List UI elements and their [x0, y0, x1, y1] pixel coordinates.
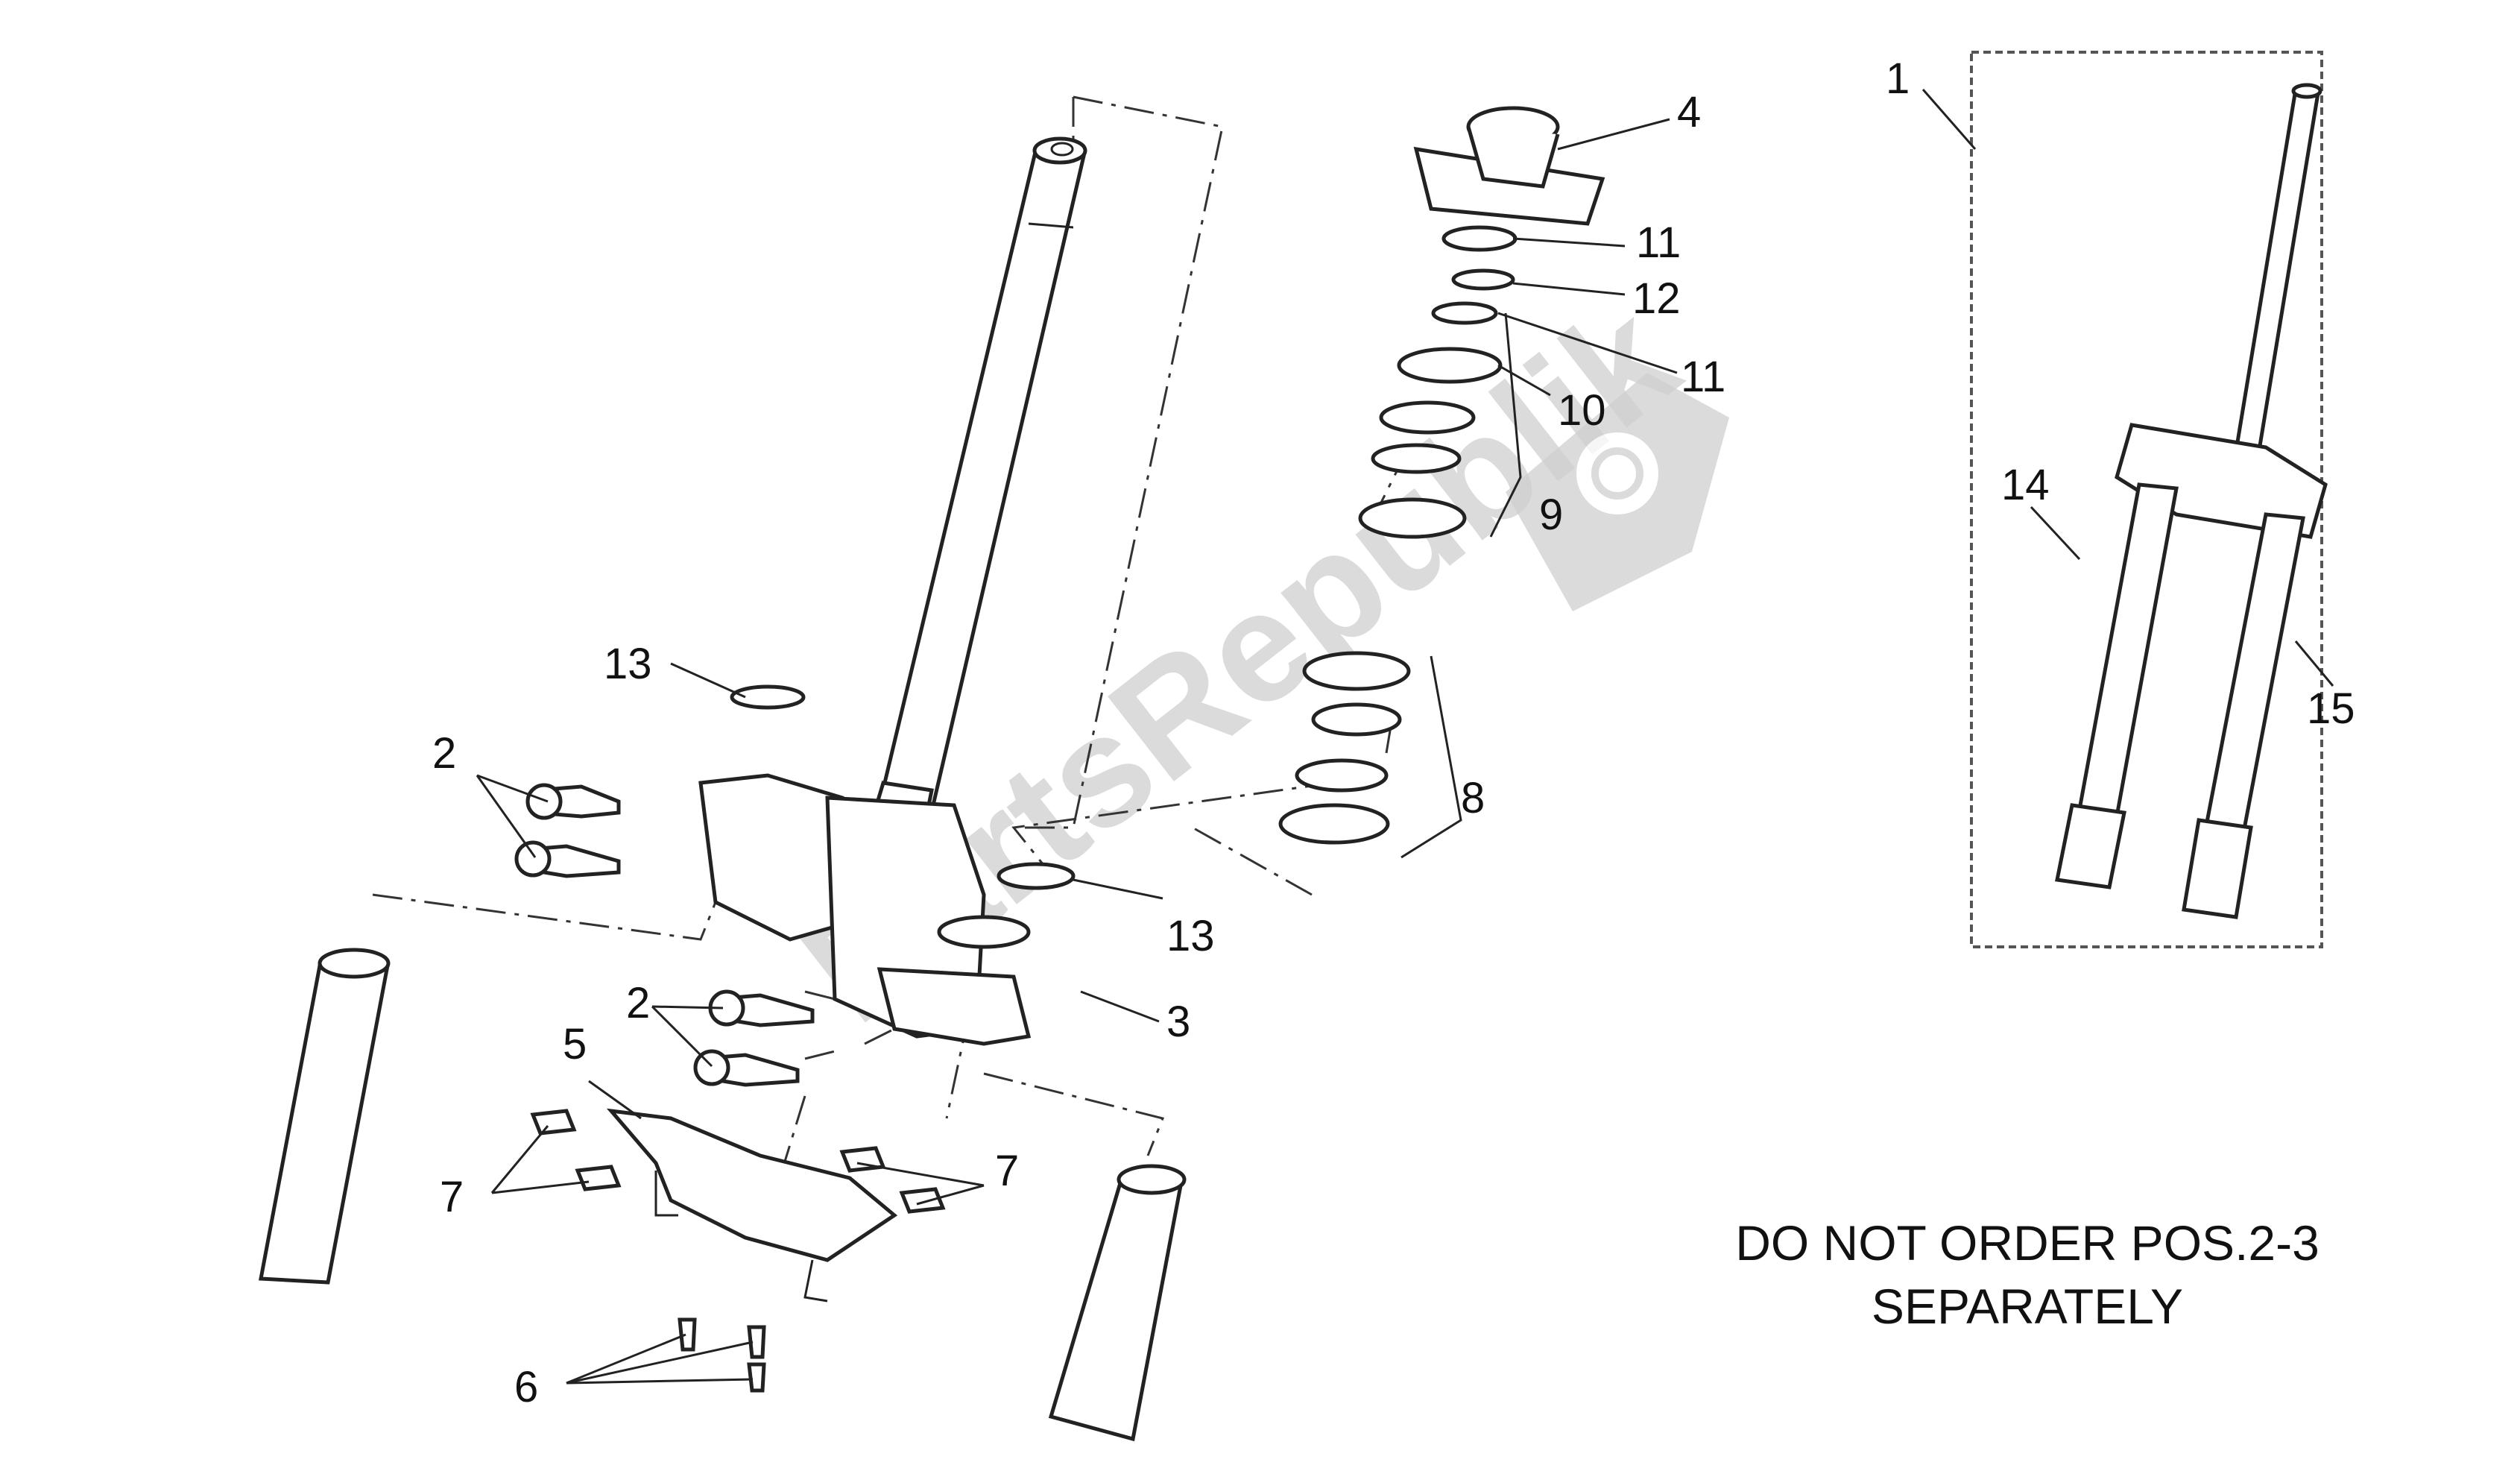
fork-tube-right [1048, 1164, 1187, 1442]
callout-2-upper: 2 [432, 729, 456, 778]
bolt-group-lower [693, 989, 815, 1087]
order-note-line-1: DO NOT ORDER POS.2-3 [1735, 1215, 2320, 1270]
callout-6: 6 [514, 1363, 538, 1411]
o-ring-lower [997, 862, 1076, 890]
screws [678, 1317, 766, 1393]
fork-tube-left [259, 948, 391, 1285]
callout-15: 15 [2307, 684, 2355, 733]
order-note: DO NOT ORDER POS.2-3 SEPARATELY [1735, 1215, 2320, 1334]
headset-upper-stack [1358, 106, 1605, 539]
callout-11-lower: 11 [1681, 353, 1725, 401]
callout-9: 9 [1539, 491, 1563, 539]
bolt-group-upper [514, 783, 621, 878]
steering-stem [698, 136, 1087, 1046]
callout-2-lower: 2 [626, 979, 650, 1027]
callout-13-lower: 13 [1166, 912, 1215, 960]
callout-13-upper: 13 [604, 640, 652, 688]
callout-4: 4 [1677, 88, 1701, 136]
headset-lower-stack [1278, 651, 1411, 845]
watermark-gear-icon [1506, 373, 1729, 611]
guard-plate [606, 1108, 898, 1303]
callout-1: 1 [1886, 54, 1910, 103]
callout-14: 14 [2001, 461, 2050, 509]
leader-lines [476, 89, 2334, 1385]
callout-8: 8 [1461, 774, 1485, 822]
o-ring-upper [730, 684, 806, 710]
order-note-line-2: SEPARATELY [1872, 1279, 2183, 1334]
callout-7-left: 7 [440, 1173, 464, 1221]
callout-5: 5 [563, 1020, 587, 1068]
callout-12: 12 [1632, 274, 1681, 323]
callout-11-upper: 11 [1636, 218, 1681, 267]
callout-10: 10 [1558, 386, 1606, 435]
callout-numbers: 1 2 2 3 4 5 6 7 7 8 9 10 11 11 12 13 13 … [432, 54, 2355, 1411]
fork-assembly-inset [1970, 51, 2328, 948]
callout-3: 3 [1166, 998, 1190, 1046]
callout-7-right: 7 [995, 1147, 1019, 1195]
